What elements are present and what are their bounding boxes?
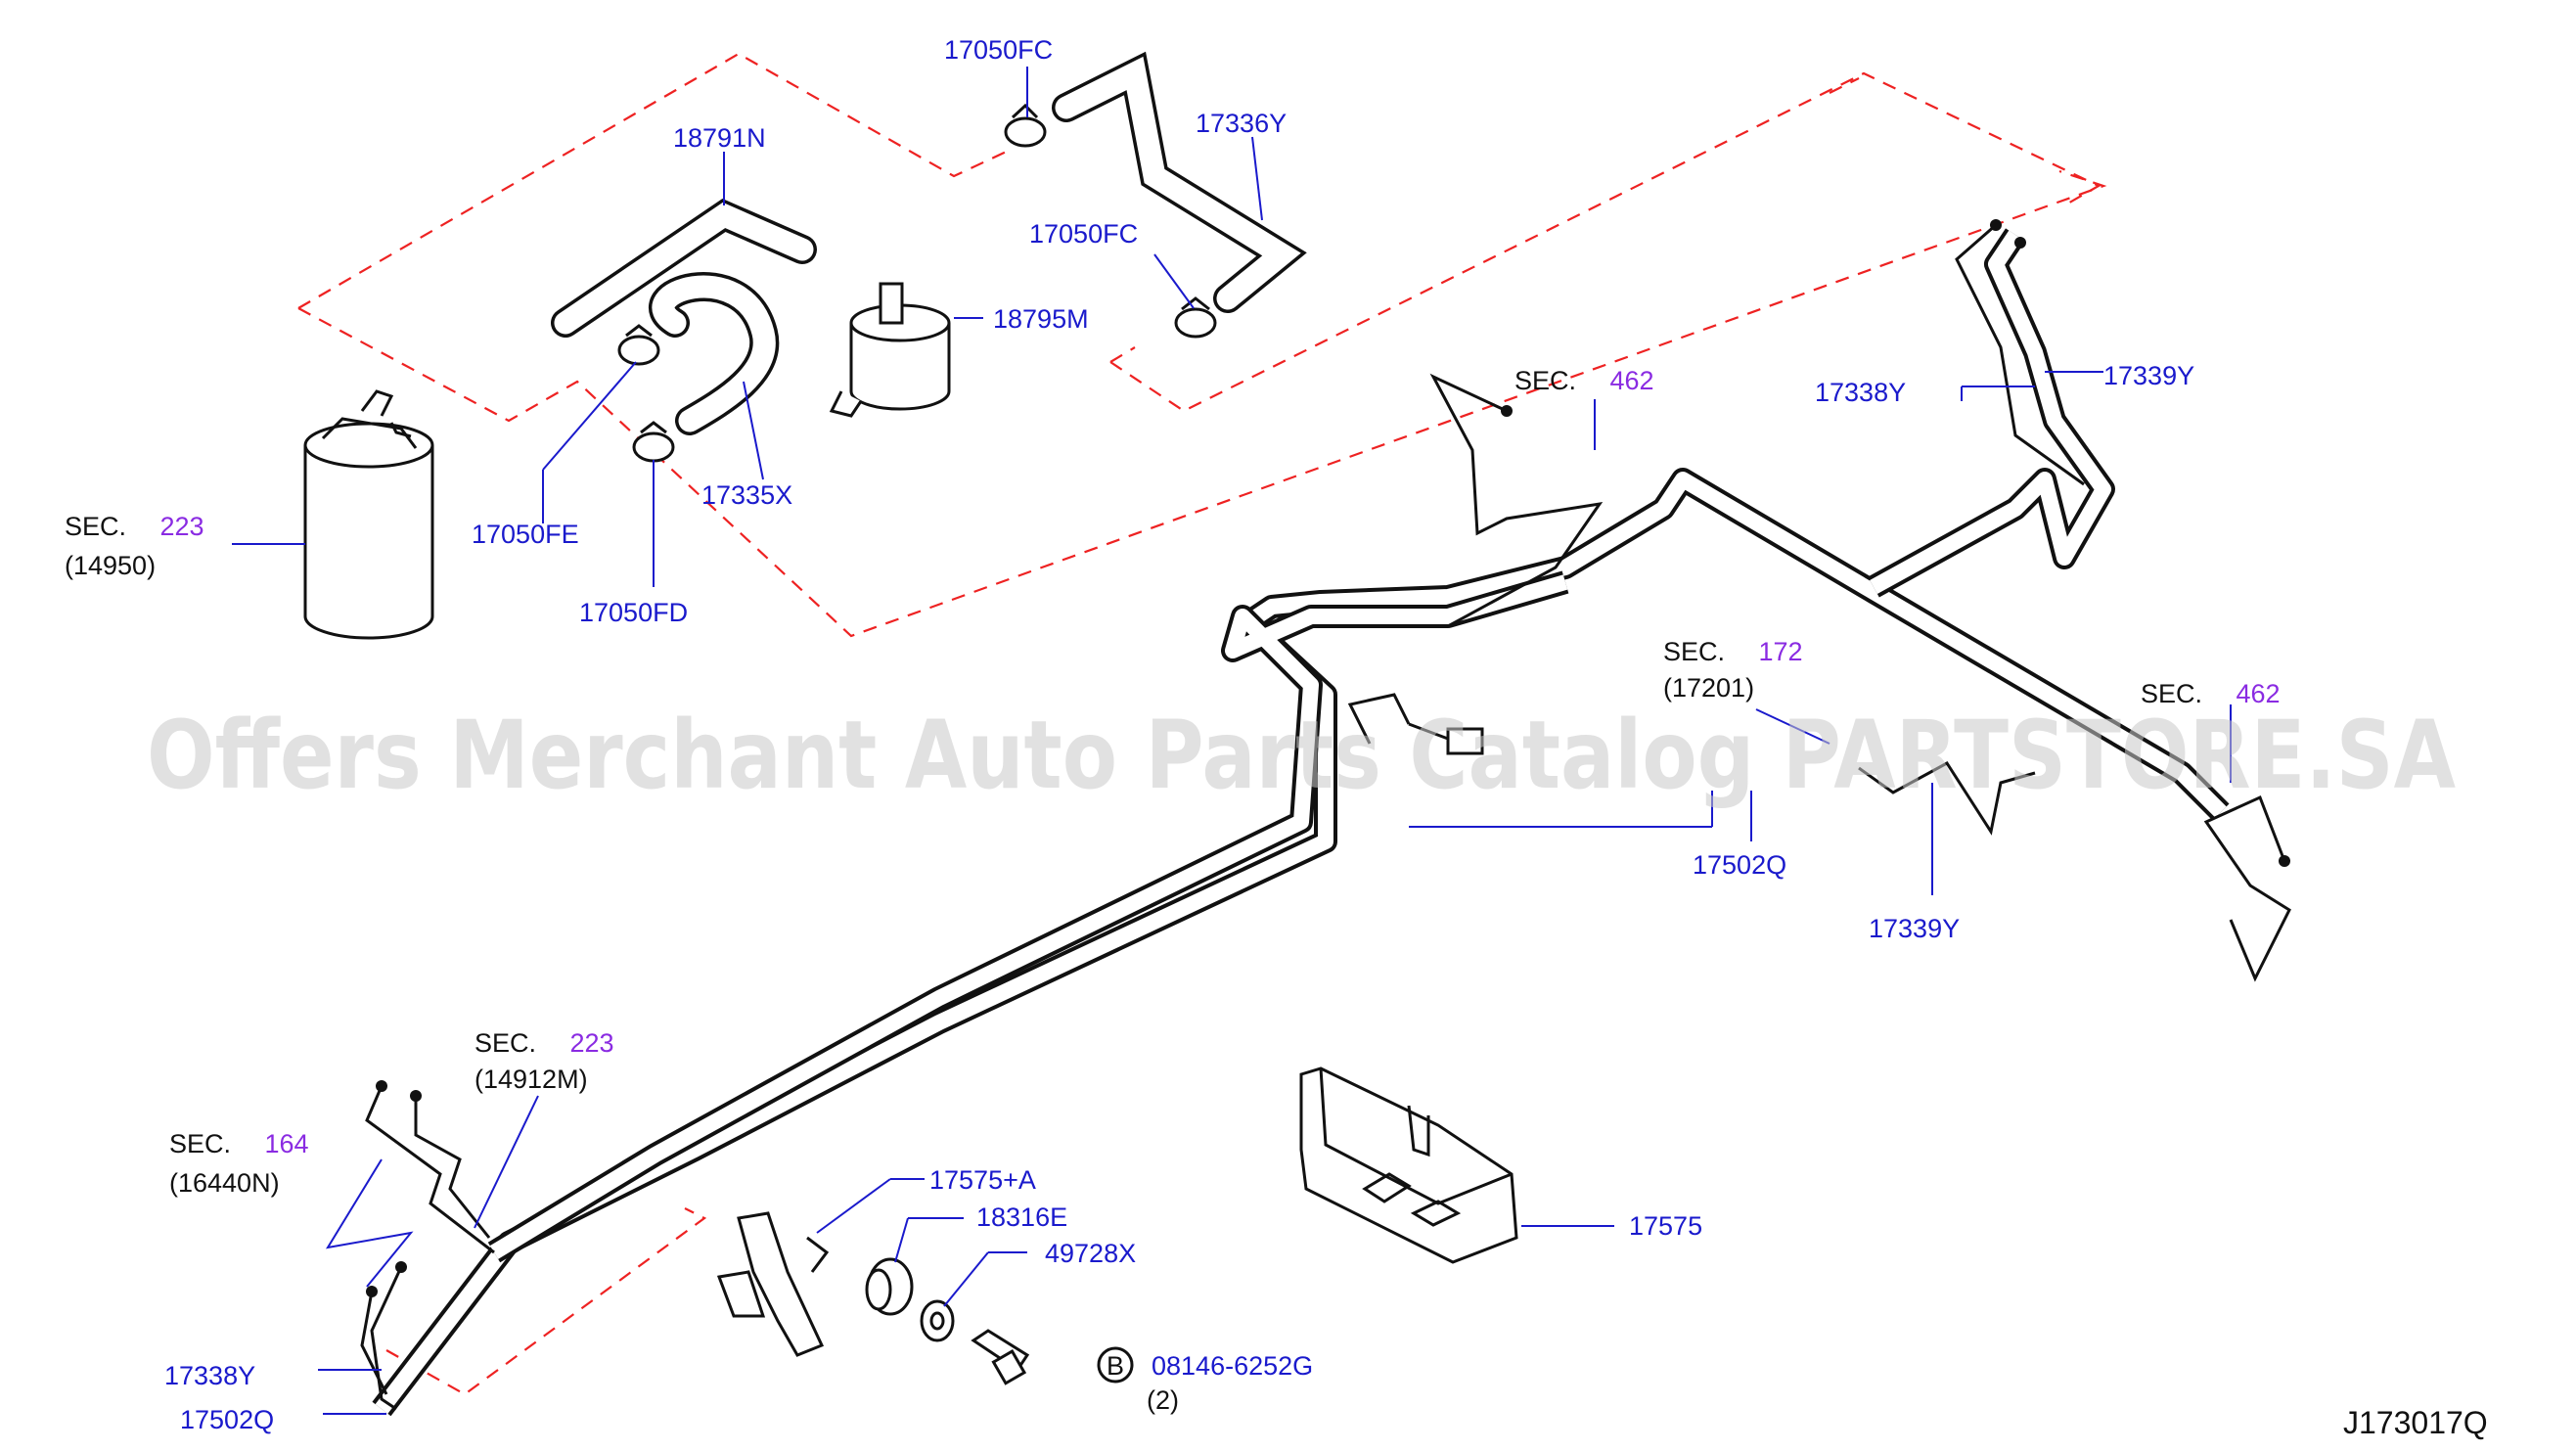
label-17336Y: 17336Y <box>1196 109 1287 138</box>
hose-18791N <box>551 198 817 338</box>
bracket-17575A <box>716 1211 830 1357</box>
sec223-canister-prefix: SEC. <box>65 512 126 541</box>
label-17502Q-mid: 17502Q <box>1693 850 1786 880</box>
tube-ends-upper-right <box>1955 219 2085 486</box>
sec462-right-number: 462 <box>2236 679 2280 708</box>
fuel-tube-second <box>487 570 1569 1263</box>
bolt-badge: B <box>1097 1346 1134 1384</box>
hose-17336Y <box>1052 51 1307 313</box>
connector-17502Q <box>1347 693 1484 755</box>
sec462-top-number: 462 <box>1609 366 1653 395</box>
label-17050FC-mid: 17050FC <box>1029 219 1138 249</box>
sec164-ref: (16440N) <box>169 1168 280 1198</box>
bolt-08146 <box>971 1329 1030 1385</box>
label-18795M: 18795M <box>993 304 1089 334</box>
label-17335X: 17335X <box>701 480 792 510</box>
tube-ends-lower-left <box>360 1080 495 1411</box>
sec223-canister-ref: (14950) <box>65 551 156 580</box>
label-17338Y-top: 17338Y <box>1815 378 1906 407</box>
sec462-top-label: SEC. 462 <box>1514 366 1654 395</box>
clamp-17050FC-top <box>1004 103 1047 148</box>
sec164-pointer <box>325 1158 414 1288</box>
clamp-17050FC-mid <box>1174 296 1217 339</box>
clamp-17050FE <box>617 324 660 366</box>
clamp-17050FD <box>632 421 675 463</box>
label-17050FD: 17050FD <box>579 598 688 627</box>
assembly-outline-bottom <box>385 1207 707 1396</box>
label-17575A: 17575+A <box>929 1165 1036 1195</box>
sec462-top-prefix: SEC. <box>1514 366 1576 395</box>
part-labels: 17050FC 17336Y 18791N 17050FC 18795M 170… <box>164 35 2194 1434</box>
sec462-right-prefix: SEC. <box>2141 679 2202 708</box>
washer-49728X <box>920 1299 955 1342</box>
sec223-canister-label: SEC. 223 <box>65 512 204 541</box>
bolt-badge-letter: B <box>1107 1351 1124 1381</box>
label-49728X: 49728X <box>1045 1239 1136 1268</box>
sec172-number: 172 <box>1758 637 1802 666</box>
label-17575: 17575 <box>1629 1211 1702 1241</box>
label-17502Q-bot: 17502Q <box>180 1405 274 1434</box>
label-17050FC-top: 17050FC <box>944 35 1053 65</box>
label-18316E: 18316E <box>976 1202 1067 1232</box>
label-08146: 08146-6252G <box>1152 1351 1313 1381</box>
sec164-label: SEC. 164 <box>169 1129 309 1158</box>
sec172-prefix: SEC. <box>1663 637 1725 666</box>
sec164-prefix: SEC. <box>169 1129 231 1158</box>
fuel-tube-upper-right <box>1868 228 2115 598</box>
label-18791N: 18791N <box>673 123 766 153</box>
sec223-bottom-label: SEC. 223 <box>475 1028 614 1058</box>
sec223-canister-number: 223 <box>159 512 203 541</box>
sec164-number: 164 <box>264 1129 308 1158</box>
label-17339Y-mid: 17339Y <box>1869 914 1960 943</box>
label-08146-qty: (2) <box>1147 1385 1179 1415</box>
assembly-outline-top <box>297 52 2107 638</box>
protector-17575 <box>1299 1066 1518 1264</box>
sec223-bottom-prefix: SEC. <box>475 1028 536 1058</box>
filter-18795M <box>829 282 951 418</box>
diagram-code: J173017Q <box>2343 1405 2488 1440</box>
bracket-sec462-top <box>1429 373 1604 628</box>
bracket-sec172 <box>1858 761 2036 836</box>
sec462-right-label: SEC. 462 <box>2141 679 2281 708</box>
sec223-bottom-ref: (14912M) <box>475 1065 588 1094</box>
grommet-18316E <box>865 1257 914 1316</box>
hose-17335X <box>649 272 780 435</box>
section-labels: SEC. 223 (14950) SEC. 462 SEC. 172 (1720… <box>65 366 2281 1198</box>
bracket-sec462-right <box>2203 794 2291 982</box>
sec172-label: SEC. 172 <box>1663 637 1803 666</box>
label-17050FE: 17050FE <box>472 520 579 549</box>
sec172-ref: (17201) <box>1663 673 1754 703</box>
canister <box>303 389 434 640</box>
label-17339Y-top: 17339Y <box>2103 361 2194 390</box>
leader-lines <box>232 67 2232 1415</box>
watermark-text: Offers Merchant Auto Parts Catalog PARTS… <box>147 701 2456 810</box>
sec223-bottom-number: 223 <box>569 1028 613 1058</box>
label-17338Y-bot: 17338Y <box>164 1361 255 1390</box>
fuel-tube-main <box>372 468 2230 1417</box>
